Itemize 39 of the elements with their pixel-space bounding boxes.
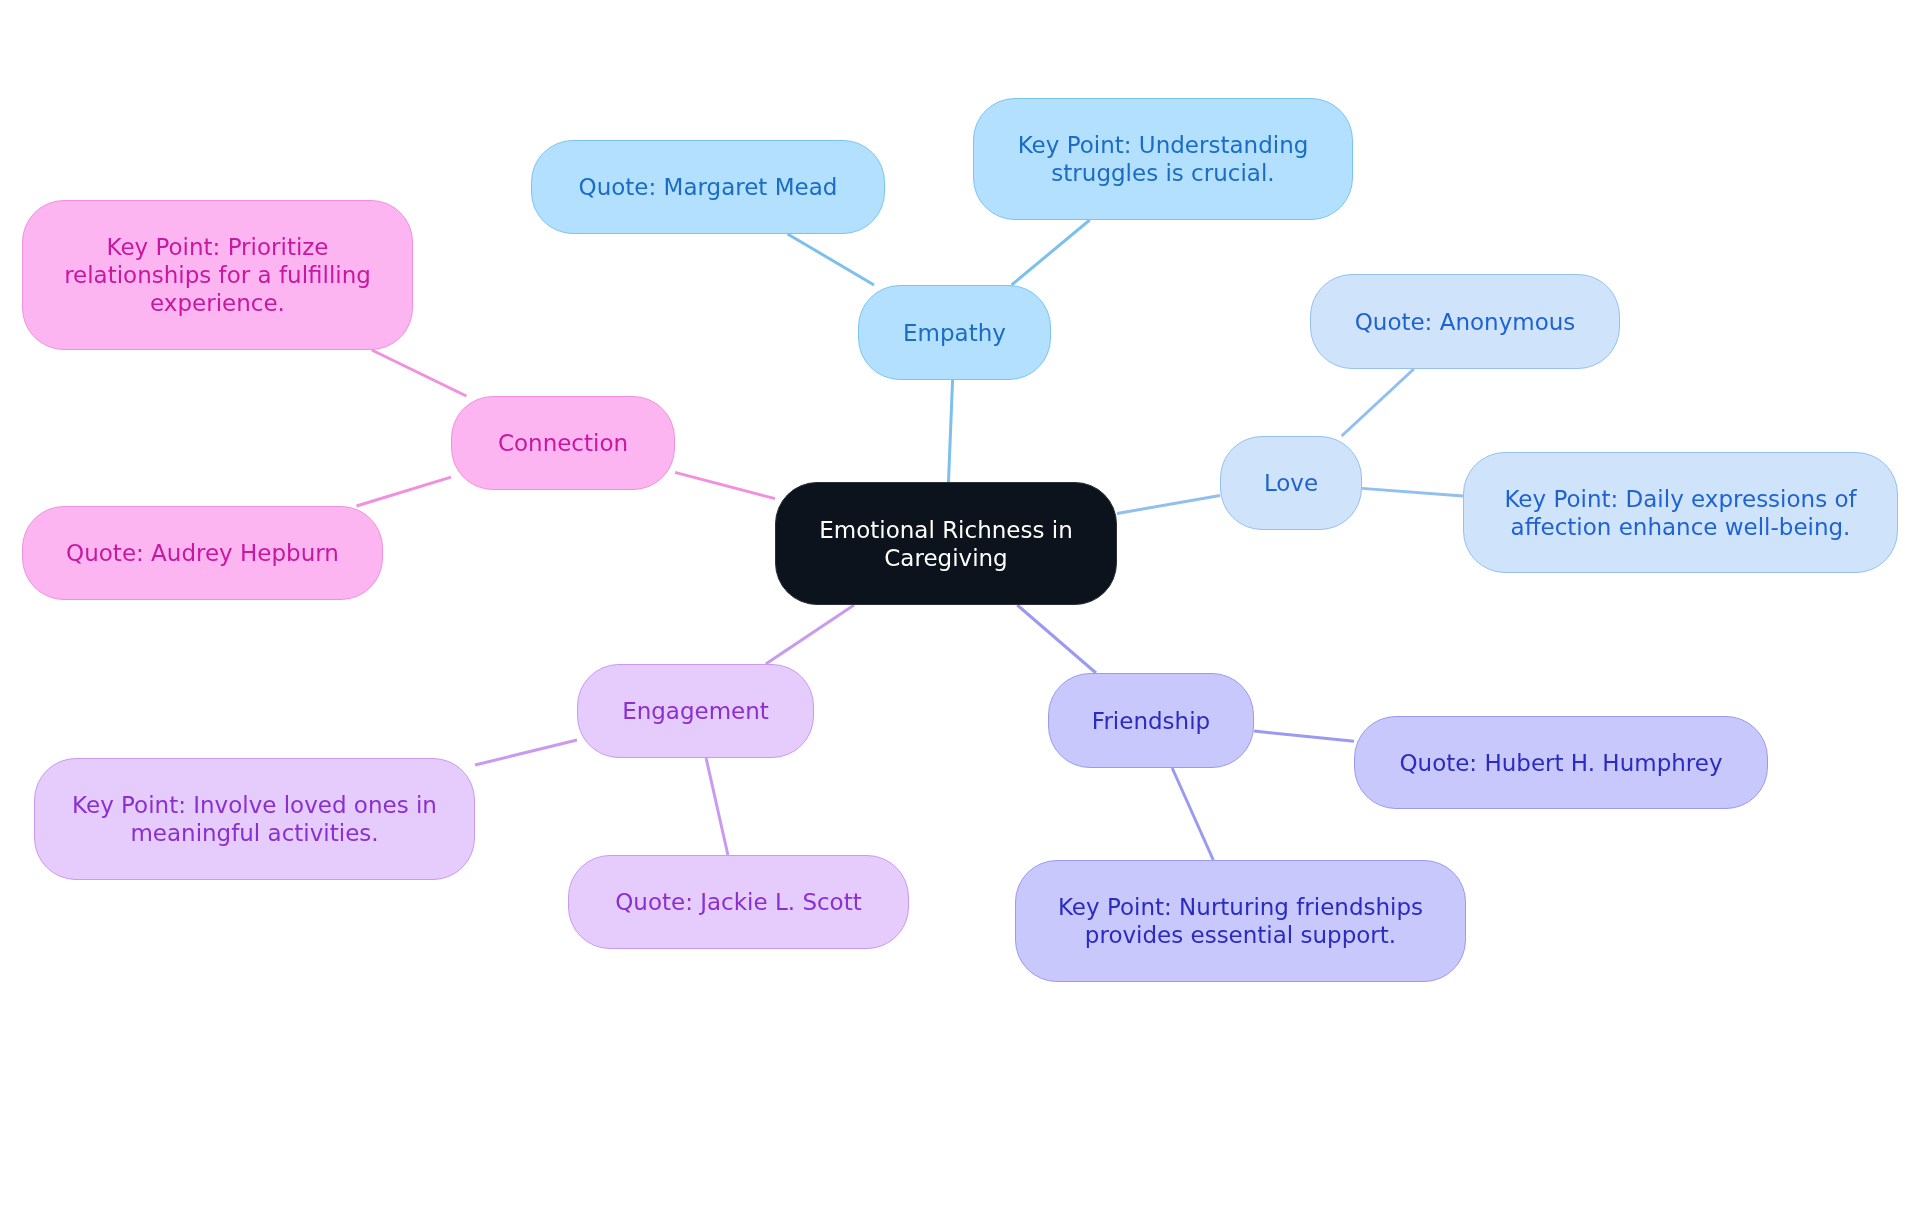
topic-node (1015, 860, 1466, 982)
node-label: Key Point: Nurturing friendships provides essential support. (1056, 893, 1425, 949)
connector-line (1361, 486, 1464, 498)
topic-node (451, 396, 675, 490)
node-label: Key Point: Involve loved ones in meaningful activities. (71, 791, 438, 847)
topic-node (34, 758, 475, 880)
connector-line (1253, 729, 1355, 743)
topic-node (1463, 452, 1898, 573)
connector-line (764, 603, 855, 666)
connector-line (674, 470, 776, 501)
connector-line (356, 475, 452, 508)
connector-line (371, 348, 467, 398)
connector-line (1016, 603, 1097, 675)
central-topic-node (775, 482, 1117, 605)
node-label: Quote: Audrey Hepburn (66, 539, 339, 567)
node-label: Quote: Jackie L. Scott (615, 888, 862, 916)
node-label: Connection (497, 429, 629, 457)
node-label: Quote: Margaret Mead (578, 173, 838, 201)
node-label: Quote: Hubert H. Humphrey (1399, 748, 1723, 777)
node-label: Key Point: Daily expressions of affection enhance well-being. (1503, 484, 1858, 541)
connector-line (1010, 218, 1091, 287)
node-label: Friendship (1091, 706, 1211, 735)
connector-line (474, 738, 578, 767)
connector-line (947, 379, 955, 483)
node-label: Key Point: Prioritize relationships for a fulfilling experience. (63, 233, 372, 317)
node-label: Key Point: Understanding struggles is crucial. (1016, 131, 1310, 187)
connector-line (1170, 767, 1215, 861)
node-label: Love (1263, 469, 1319, 497)
node-label: Engagement (622, 697, 769, 725)
topic-node (22, 200, 413, 350)
connector-line (704, 757, 730, 856)
topic-node (577, 664, 814, 758)
connector-line (1340, 367, 1415, 438)
node-label: Quote: Anonymous (1354, 307, 1576, 336)
node-label: Empathy (903, 318, 1006, 347)
connector-line (786, 232, 875, 287)
node-label: Emotional Richness in Caregiving (818, 515, 1074, 572)
topic-node (973, 98, 1353, 220)
connector-line (1116, 493, 1221, 515)
